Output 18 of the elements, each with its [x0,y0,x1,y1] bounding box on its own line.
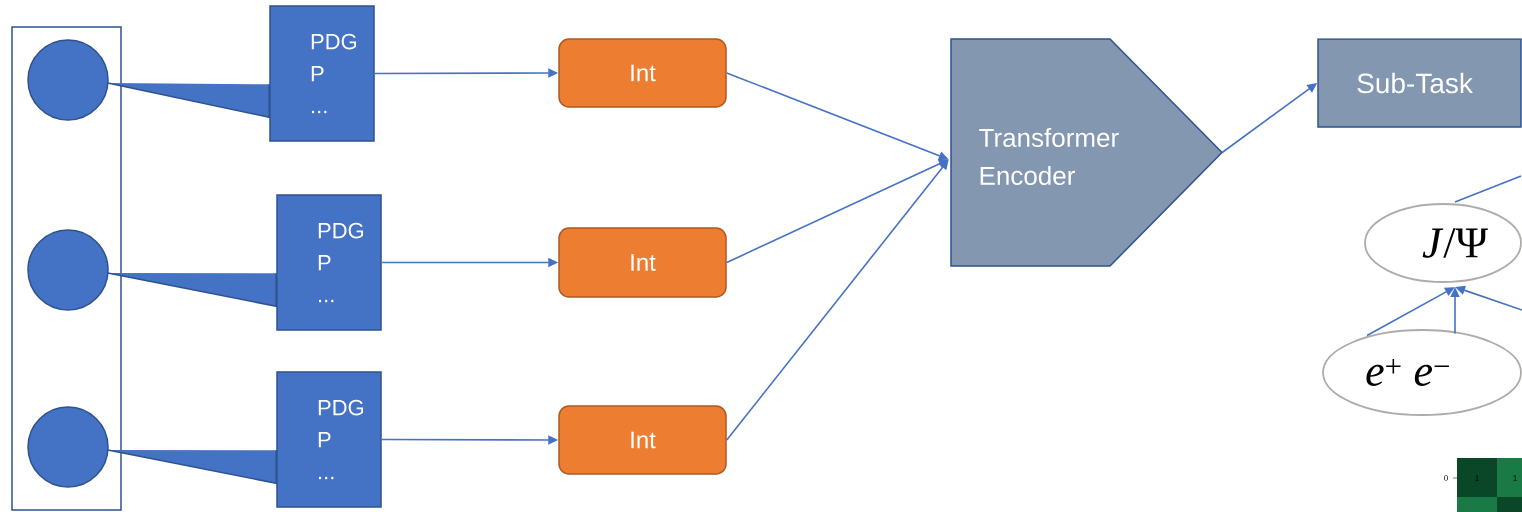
circle [27,406,109,488]
callout-box: PDG P ... [276,194,382,331]
heatmap-label: 0 [1444,475,1448,481]
encoder-pentagon: Transformer Encoder [950,38,1224,267]
callout-tail [107,272,278,308]
callout-tail [107,449,278,485]
process-box: Int [558,227,727,298]
circle [27,39,109,121]
callout-box: PDG P ... [269,5,375,142]
heatmap-label: 1 [1513,475,1517,481]
process-box: Int [558,38,727,108]
line [1454,175,1522,203]
arrow [1366,287,1455,337]
process-box: Int [558,405,727,475]
callout-box: PDG P ... [276,371,382,508]
circle [27,229,109,311]
callout-tail [107,82,271,119]
task-box: Sub-Task [1317,38,1522,128]
